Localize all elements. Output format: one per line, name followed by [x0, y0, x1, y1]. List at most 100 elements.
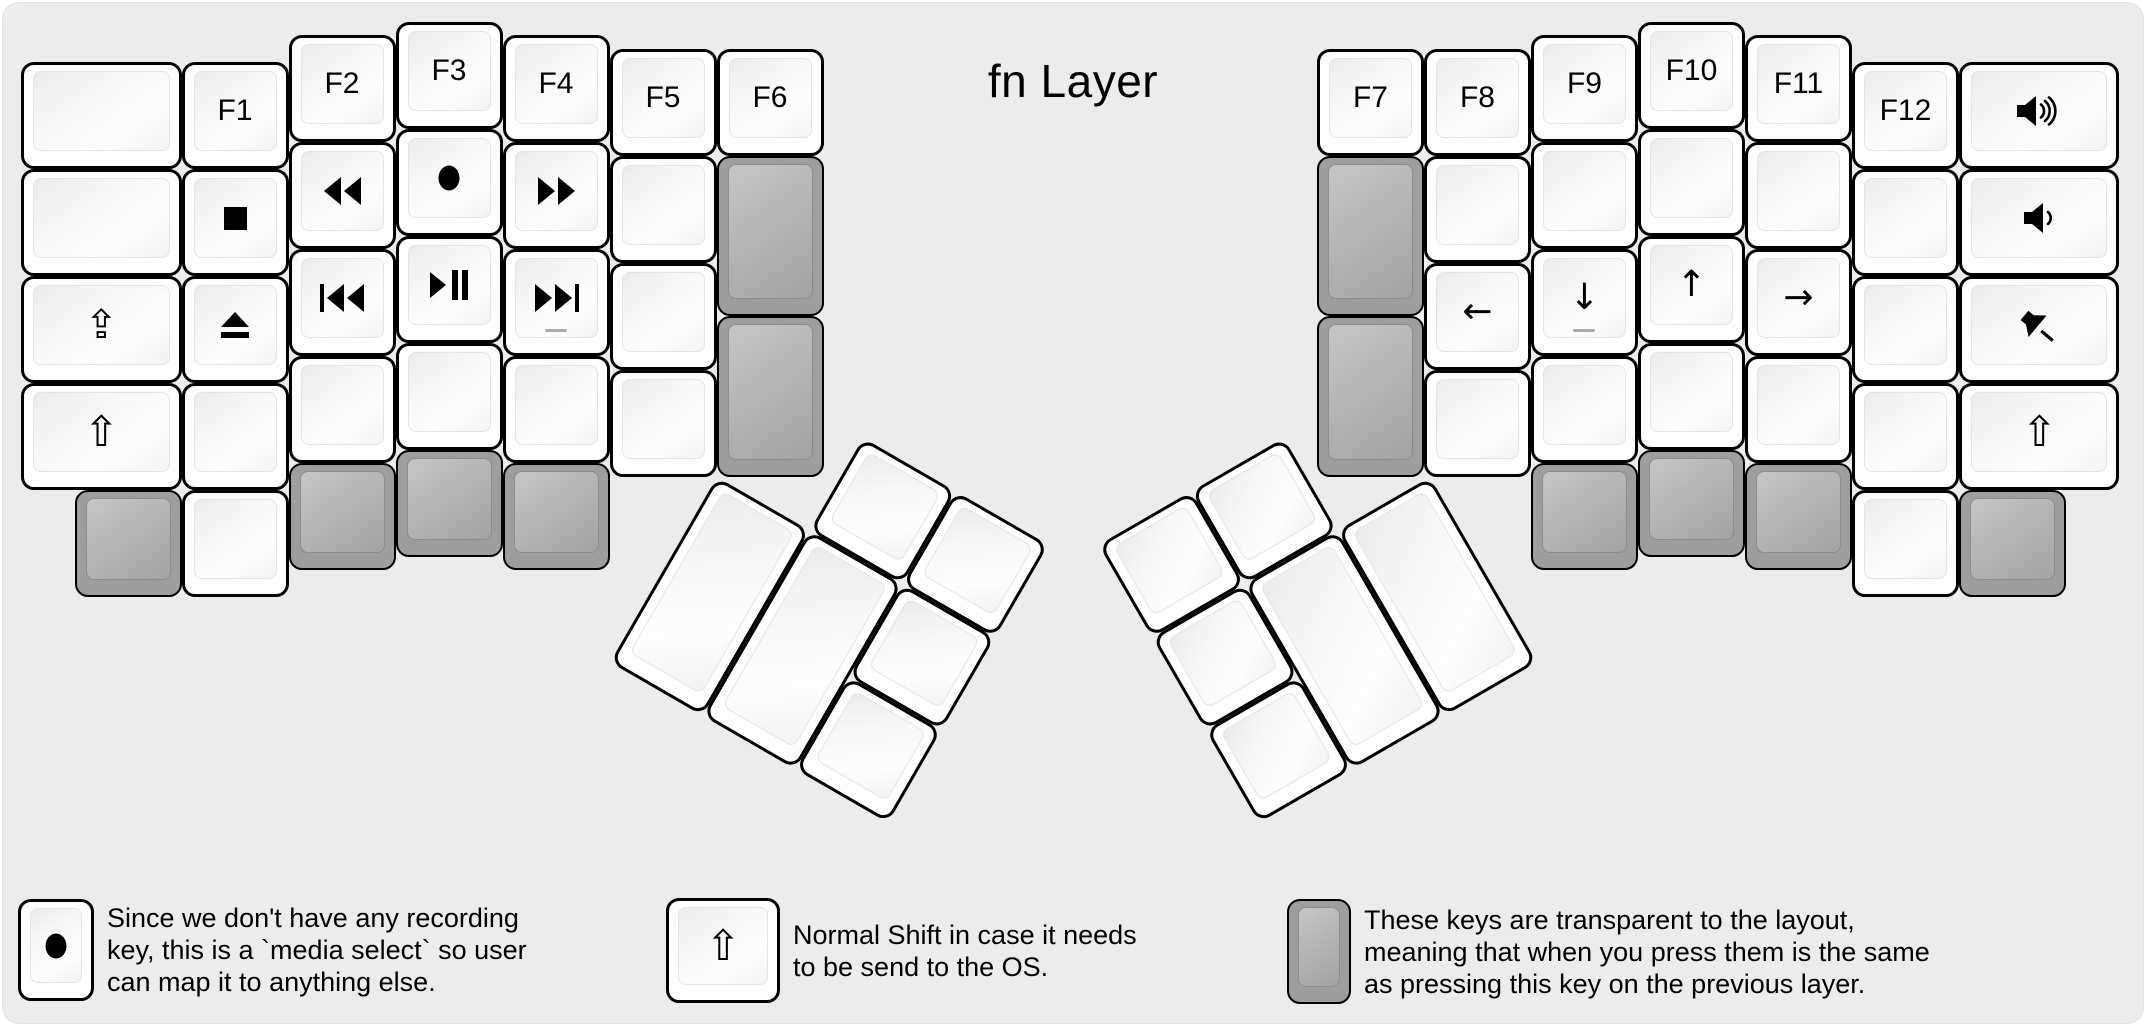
key-transparent[interactable] [74, 490, 182, 598]
arrow-up-icon: ↑ [1676, 264, 1707, 305]
key-f7[interactable]: F7 [1316, 48, 1424, 156]
key-f10[interactable]: F10 [1637, 22, 1745, 129]
key-blank[interactable] [181, 490, 289, 598]
keycap [1327, 324, 1413, 460]
key-eject[interactable] [181, 276, 289, 384]
key-transparent[interactable] [716, 316, 824, 477]
record-icon [438, 165, 460, 191]
key-label: F9 [1566, 67, 1602, 101]
key-blank[interactable] [1851, 169, 1959, 277]
keycap [621, 378, 705, 459]
key-arrow-right[interactable]: → [1744, 249, 1852, 357]
key-shift-right[interactable]: ⇧ [1958, 383, 2120, 491]
legend-text: These keys are transparent to the layout… [1364, 904, 1930, 999]
key-transparent[interactable] [1744, 463, 1852, 571]
key-f5[interactable]: F5 [609, 48, 717, 156]
key-f2[interactable]: F2 [288, 35, 396, 143]
keycap [1863, 392, 1947, 473]
shift-icon: ⇧ [83, 407, 119, 457]
key-blank[interactable] [1423, 155, 1531, 263]
prev-track-icon [319, 284, 365, 313]
key-blank[interactable] [1744, 142, 1852, 250]
key-blank-top-left-2[interactable] [21, 169, 182, 277]
key-mute[interactable] [1958, 276, 2120, 384]
key-label: F7 [1352, 80, 1388, 114]
key-f1[interactable]: F1 [181, 62, 289, 170]
keycap: F3 [407, 31, 491, 111]
shift-icon: ⇧ [2021, 407, 2057, 457]
key-arrow-down[interactable]: ↓ [1530, 249, 1638, 357]
key-blank[interactable] [609, 369, 717, 477]
key-f8[interactable]: F8 [1423, 48, 1531, 156]
key-blank[interactable] [395, 343, 503, 450]
key-volume-up[interactable] [1958, 62, 2120, 170]
key-rewind[interactable] [288, 142, 396, 250]
key-blank[interactable] [1744, 356, 1852, 464]
key-transparent[interactable] [502, 463, 610, 571]
key-blank[interactable] [1851, 276, 1959, 384]
key-blank[interactable] [609, 262, 717, 370]
key-transparent[interactable] [716, 155, 824, 317]
legend-item-record: Since we don't have any recording key, t… [18, 899, 527, 1001]
homing-bar [1573, 329, 1596, 333]
keycap [1755, 471, 1841, 554]
keycap [1435, 378, 1519, 459]
key-f6[interactable]: F6 [716, 48, 824, 156]
key-blank[interactable] [288, 356, 396, 464]
keycap [300, 151, 384, 232]
key-label: F5 [645, 80, 681, 114]
key-prev-track[interactable] [288, 249, 396, 357]
key-blank[interactable] [1423, 369, 1531, 477]
keycap: F10 [1649, 31, 1733, 111]
key-blank-top-left-1[interactable] [21, 62, 182, 170]
key-transparent[interactable] [288, 463, 396, 571]
key-arrow-left[interactable]: ← [1423, 262, 1531, 370]
key-blank[interactable] [181, 383, 289, 491]
key-transparent[interactable] [1958, 490, 2066, 598]
arrow-down-icon: ↓ [1569, 277, 1600, 319]
keycap: ⇧ [1970, 392, 2108, 473]
key-blank[interactable] [1851, 383, 1959, 491]
key-blank[interactable] [609, 155, 717, 263]
key-f11[interactable]: F11 [1744, 35, 1852, 143]
keycap [1863, 178, 1947, 259]
key-fast-forward[interactable] [502, 142, 610, 250]
key-blank[interactable] [1637, 343, 1745, 450]
key-volume-down[interactable] [1958, 169, 2120, 277]
key-transparent[interactable] [1316, 155, 1424, 317]
key-blank[interactable] [1851, 490, 1959, 598]
key-blank[interactable] [1637, 129, 1745, 236]
arrow-left-icon: ← [1462, 290, 1493, 332]
caps-lock-icon: ⇪ [84, 302, 118, 349]
key-transparent[interactable] [1530, 463, 1638, 571]
key-transparent[interactable] [1637, 450, 1745, 557]
keycap: ⇪ [33, 285, 170, 366]
key-play-pause[interactable] [395, 236, 503, 343]
legend-text: Normal Shift in case it needs to be send… [793, 919, 1137, 982]
key-f3[interactable]: F3 [395, 22, 503, 129]
eject-icon [220, 311, 250, 339]
key-caps-lock[interactable]: ⇪ [21, 276, 182, 384]
key-stop[interactable] [181, 169, 289, 277]
keycap [33, 71, 170, 152]
keycap [30, 908, 82, 983]
key-blank[interactable] [502, 356, 610, 464]
legend-key-slot [1287, 899, 1351, 1004]
key-transparent[interactable] [1316, 316, 1424, 477]
keycap [300, 258, 384, 339]
key-blank[interactable] [1530, 142, 1638, 250]
keycap [727, 163, 813, 300]
key-record[interactable] [395, 129, 503, 236]
key-label: F1 [217, 94, 253, 128]
key-transparent[interactable] [395, 450, 503, 557]
key-next-track[interactable] [502, 249, 610, 357]
key-arrow-up[interactable]: ↑ [1637, 236, 1745, 343]
key-f12[interactable]: F12 [1851, 62, 1959, 170]
key-f9[interactable]: F9 [1530, 35, 1638, 143]
key-blank[interactable] [1530, 356, 1638, 464]
keycap [193, 392, 277, 473]
key-f4[interactable]: F4 [502, 35, 610, 143]
key-shift-left[interactable]: ⇧ [21, 383, 182, 491]
keycap: ↑ [1649, 245, 1733, 325]
shift-icon: ⇧ [705, 921, 741, 970]
